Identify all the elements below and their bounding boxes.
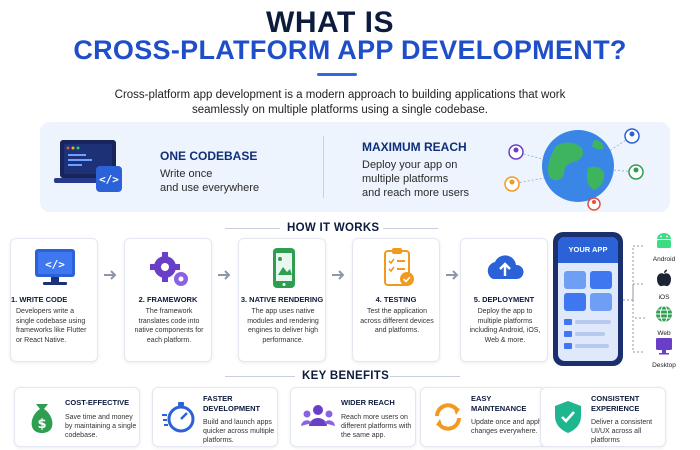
shield-check-icon (555, 401, 581, 433)
platform-ios: iOS (644, 268, 684, 301)
benefit-3-text: Reach more users on different platforms … (341, 414, 412, 439)
section-line-left (225, 376, 295, 377)
money-bag-icon: $ (31, 404, 53, 433)
step-card-testing: 4. TESTING Test the application across d… (352, 238, 440, 362)
step-4-text: Test the application across different de… (360, 308, 434, 334)
benefit-1-text: Save time and money by maintaining a sin… (65, 414, 137, 439)
android-icon (657, 233, 671, 248)
web-globe-icon (656, 305, 672, 323)
arrow-right-icon (332, 270, 345, 280)
section-line-left (225, 228, 280, 229)
svg-text:</>: </> (45, 258, 65, 271)
platform-android-label: Android (652, 256, 676, 263)
step-5-text: Deploy the app to multiple platforms inc… (469, 308, 541, 344)
svg-text:$: $ (37, 417, 46, 432)
platform-desktop-label: Desktop (652, 362, 676, 369)
desktop-monitor-icon (656, 338, 672, 355)
benefit-easy-maintenance: EASY MAINTENANCE Update once and apply c… (420, 387, 546, 447)
step-5-title: 5. DEPLOYMENT (473, 295, 535, 304)
benefit-2-text: Build and launch apps quicker across mul… (203, 419, 275, 444)
benefit-3-title: WIDER REACH (341, 398, 395, 407)
step-2-text: The framework translates code into nativ… (134, 308, 204, 344)
platform-ios-label: iOS (658, 294, 670, 301)
hero-left-text: Write once and use everywhere (160, 168, 260, 194)
benefit-wider-reach: WIDER REACH Reach more users on differen… (290, 387, 416, 447)
step-1-text: Developers write a single codebase using… (16, 308, 87, 344)
hero-right-text: Deploy your app on multiple platforms an… (362, 159, 469, 199)
benefit-4-text: Update once and apply changes everywhere… (471, 419, 543, 435)
apple-icon (657, 269, 671, 287)
step-1-title: 1. WRITE CODE (11, 295, 68, 304)
svg-text:</>: </> (99, 173, 119, 186)
platform-connector-lines (623, 245, 645, 353)
step-2-title: 2. FRAMEWORK (138, 295, 198, 304)
cloud-upload-icon (487, 255, 524, 279)
benefit-2-title: FASTER DEVELOPMENT (203, 394, 261, 413)
intro-text: Cross-platform app development is a mode… (114, 89, 566, 116)
hero-divider (323, 136, 324, 198)
platform-web-label: Web (657, 330, 671, 337)
arrow-right-icon (446, 270, 459, 280)
section-line-right (383, 228, 438, 229)
step-card-deployment: 5. DEPLOYMENT Deploy the app to multiple… (460, 238, 548, 362)
step-card-framework: 2. FRAMEWORK The framework translates co… (124, 238, 212, 362)
platform-web: Web (644, 304, 684, 337)
users-group-icon (301, 405, 335, 426)
app-screen-illustration (564, 271, 612, 349)
step-4-title: 4. TESTING (375, 295, 417, 304)
globe-network-icon (504, 128, 644, 211)
step-card-native-rendering: 3. NATIVE RENDERING The app uses native … (238, 238, 326, 362)
gears-icon (150, 252, 188, 286)
key-benefits-title: KEY BENEFITS (302, 370, 390, 382)
refresh-arrows-icon (435, 403, 461, 431)
step-3-text: The app uses native modules and renderin… (247, 308, 319, 344)
hero-left-title: ONE CODEBASE (160, 149, 258, 163)
arrow-right-icon (104, 270, 117, 280)
arrow-right-icon (218, 270, 231, 280)
platform-desktop: Desktop (644, 336, 684, 369)
how-it-works-title: HOW IT WORKS (287, 222, 380, 234)
benefit-1-title: COST-EFFECTIVE (65, 398, 130, 407)
code-laptop-icon: </> (54, 140, 122, 192)
title-underline (317, 73, 357, 76)
code-monitor-icon: </> (35, 249, 75, 285)
benefit-faster-development: FASTER DEVELOPMENT Build and launch apps… (152, 387, 278, 447)
phone-app-label: YOUR APP (568, 245, 608, 254)
step-card-write-code: </> 1. WRITE CODE Developers write a sin… (10, 238, 98, 362)
title-line-1: WHAT IS (266, 6, 394, 39)
benefit-5-title: CONSISTENT EXPERIENCE (591, 394, 640, 413)
benefit-4-title: EASY MAINTENANCE (471, 394, 527, 413)
hero-right-title: MAXIMUM REACH (362, 140, 467, 154)
title-line-2: CROSS-PLATFORM APP DEVELOPMENT? (73, 35, 627, 65)
step-3-title: 3. NATIVE RENDERING (240, 295, 324, 304)
platform-android: Android (644, 230, 684, 263)
stopwatch-icon (162, 402, 195, 433)
benefit-5-text: Deliver a consistent UI/UX across all pl… (591, 419, 653, 444)
benefit-consistent-experience: CONSISTENT EXPERIENCE Deliver a consiste… (540, 387, 666, 447)
phone-screen: YOUR APP (558, 237, 618, 361)
checklist-icon (384, 248, 414, 286)
hero-panel: </> ONE CODEBASE Write once and use ever… (40, 122, 670, 212)
mobile-phone-icon (273, 248, 295, 288)
section-line-right (390, 376, 460, 377)
benefit-cost-effective: $ COST-EFFECTIVE Save time and money by … (14, 387, 140, 447)
phone-mockup: YOUR APP (553, 232, 623, 366)
